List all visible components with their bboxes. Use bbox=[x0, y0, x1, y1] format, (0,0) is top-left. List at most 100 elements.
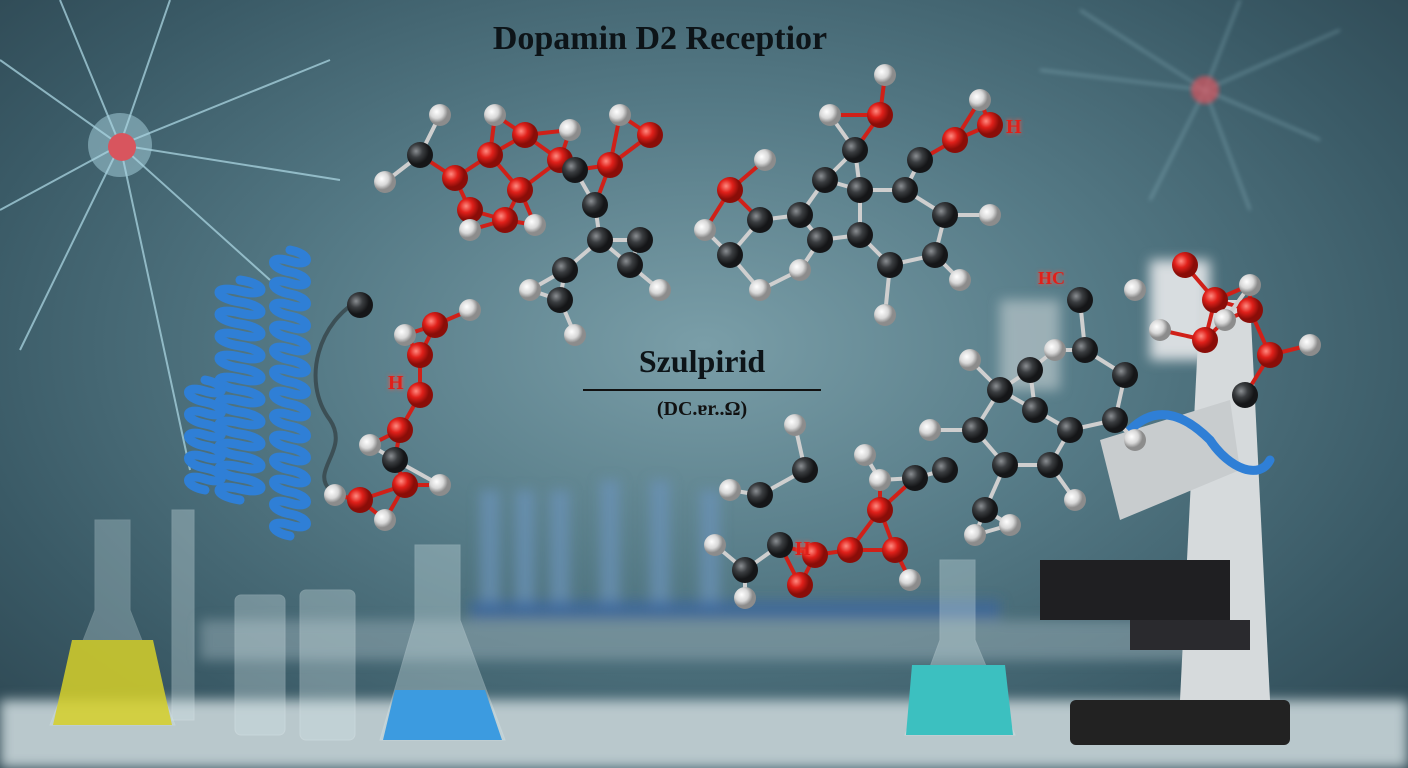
hydrogen-atom bbox=[719, 479, 741, 501]
hydrogen-atom bbox=[429, 104, 451, 126]
hydrogen-atom bbox=[784, 414, 806, 436]
carbon-atom bbox=[892, 177, 918, 203]
carbon-atom bbox=[1072, 337, 1098, 363]
carbon-atom bbox=[747, 482, 773, 508]
protein-helices bbox=[184, 245, 1275, 541]
hydrogen-atom bbox=[1149, 319, 1171, 341]
hydrogen-atom bbox=[519, 279, 541, 301]
hydrogen-atom bbox=[869, 469, 891, 491]
neuron-right bbox=[1039, 0, 1341, 211]
oxygen-atom bbox=[507, 177, 533, 203]
carbon-atom bbox=[1017, 357, 1043, 383]
carbon-atom bbox=[902, 465, 928, 491]
carbon-atom bbox=[932, 202, 958, 228]
hydrogen-atom bbox=[1064, 489, 1086, 511]
hydrogen-atom bbox=[459, 299, 481, 321]
bottles bbox=[234, 589, 356, 741]
hydrogen-atom bbox=[919, 419, 941, 441]
oxygen-atom bbox=[1192, 327, 1218, 353]
atom-label-hc: HC bbox=[1038, 268, 1065, 288]
alpha-helix bbox=[214, 275, 266, 505]
carbon-atom bbox=[1037, 452, 1063, 478]
oxygen-atom bbox=[1237, 297, 1263, 323]
hydrogen-atom bbox=[359, 434, 381, 456]
carbon-atom bbox=[792, 457, 818, 483]
hydrogen-atom bbox=[704, 534, 726, 556]
carbon-atom bbox=[807, 227, 833, 253]
carbon-atom bbox=[847, 222, 873, 248]
carbon-atom bbox=[347, 292, 373, 318]
oxygen-atom bbox=[717, 177, 743, 203]
hydrogen-atom bbox=[1044, 339, 1066, 361]
hydrogen-atom bbox=[374, 509, 396, 531]
protein-loop bbox=[313, 298, 361, 492]
test-tube bbox=[171, 509, 195, 721]
hydrogen-atom bbox=[959, 349, 981, 371]
hydrogen-atom bbox=[754, 149, 776, 171]
carbon-atom bbox=[582, 192, 608, 218]
alpha-helix bbox=[184, 375, 226, 495]
alpha-helix bbox=[1125, 410, 1275, 475]
hydrogen-atom bbox=[1214, 309, 1236, 331]
atom-label-h-bottom: H bbox=[795, 538, 811, 560]
oxygen-atom bbox=[422, 312, 448, 338]
oxygen-atom bbox=[392, 472, 418, 498]
carbon-atom bbox=[382, 447, 408, 473]
hydrogen-atom bbox=[854, 444, 876, 466]
oxygen-atom bbox=[802, 542, 828, 568]
hydrogen-atom bbox=[979, 204, 1001, 226]
hydrogen-atom bbox=[819, 104, 841, 126]
oxygen-atom bbox=[477, 142, 503, 168]
hydrogen-atom bbox=[429, 474, 451, 496]
carbon-atom bbox=[1112, 362, 1138, 388]
carbon-atom bbox=[972, 497, 998, 523]
carbon-atom bbox=[987, 377, 1013, 403]
alpha-helix bbox=[269, 245, 311, 541]
atom-label-h-top: H bbox=[1006, 116, 1022, 138]
divider bbox=[583, 389, 821, 391]
oxygen-atom bbox=[977, 112, 1003, 138]
hydrogen-atom bbox=[964, 524, 986, 546]
carbon-atom bbox=[787, 202, 813, 228]
hydrogen-atom bbox=[524, 214, 546, 236]
carbon-atom bbox=[992, 452, 1018, 478]
carbon-atom bbox=[932, 457, 958, 483]
carbon-atom bbox=[842, 137, 868, 163]
oxygen-atom bbox=[867, 497, 893, 523]
carbon-atom bbox=[587, 227, 613, 253]
carbon-atom bbox=[907, 147, 933, 173]
hydrogen-atom bbox=[484, 104, 506, 126]
neuron-right-nucleus bbox=[1191, 76, 1219, 104]
atom-label-h: H bbox=[388, 372, 404, 394]
neuron-left-nucleus bbox=[108, 133, 136, 161]
carbon-atom bbox=[627, 227, 653, 253]
oxygen-atom bbox=[1172, 252, 1198, 278]
carbon-atom bbox=[407, 142, 433, 168]
carbon-atom bbox=[922, 242, 948, 268]
carbon-atom bbox=[962, 417, 988, 443]
hydrogen-atom bbox=[1124, 429, 1146, 451]
hydrogen-atom bbox=[734, 587, 756, 609]
neuron-left bbox=[0, 0, 341, 471]
hydrogen-atom bbox=[374, 171, 396, 193]
carbon-atom bbox=[812, 167, 838, 193]
oxygen-atom bbox=[837, 537, 863, 563]
carbon-atom bbox=[552, 257, 578, 283]
oxygen-atom bbox=[387, 417, 413, 443]
carbon-atom bbox=[1067, 287, 1093, 313]
hydrogen-atom bbox=[1299, 334, 1321, 356]
hydrogen-atom bbox=[949, 269, 971, 291]
hydrogen-atom bbox=[899, 569, 921, 591]
oxygen-atom bbox=[407, 342, 433, 368]
hydrogen-atom bbox=[694, 219, 716, 241]
oxygen-atom bbox=[882, 537, 908, 563]
carbon-atom bbox=[1057, 417, 1083, 443]
carbon-atom bbox=[847, 177, 873, 203]
carbon-atom bbox=[1022, 397, 1048, 423]
page-title: Dopamin D2 Receptior bbox=[492, 20, 828, 57]
hydrogen-atom bbox=[969, 89, 991, 111]
carbon-atom bbox=[1102, 407, 1128, 433]
microscope bbox=[1040, 300, 1290, 745]
oxygen-atom bbox=[597, 152, 623, 178]
oxygen-atom bbox=[407, 382, 433, 408]
